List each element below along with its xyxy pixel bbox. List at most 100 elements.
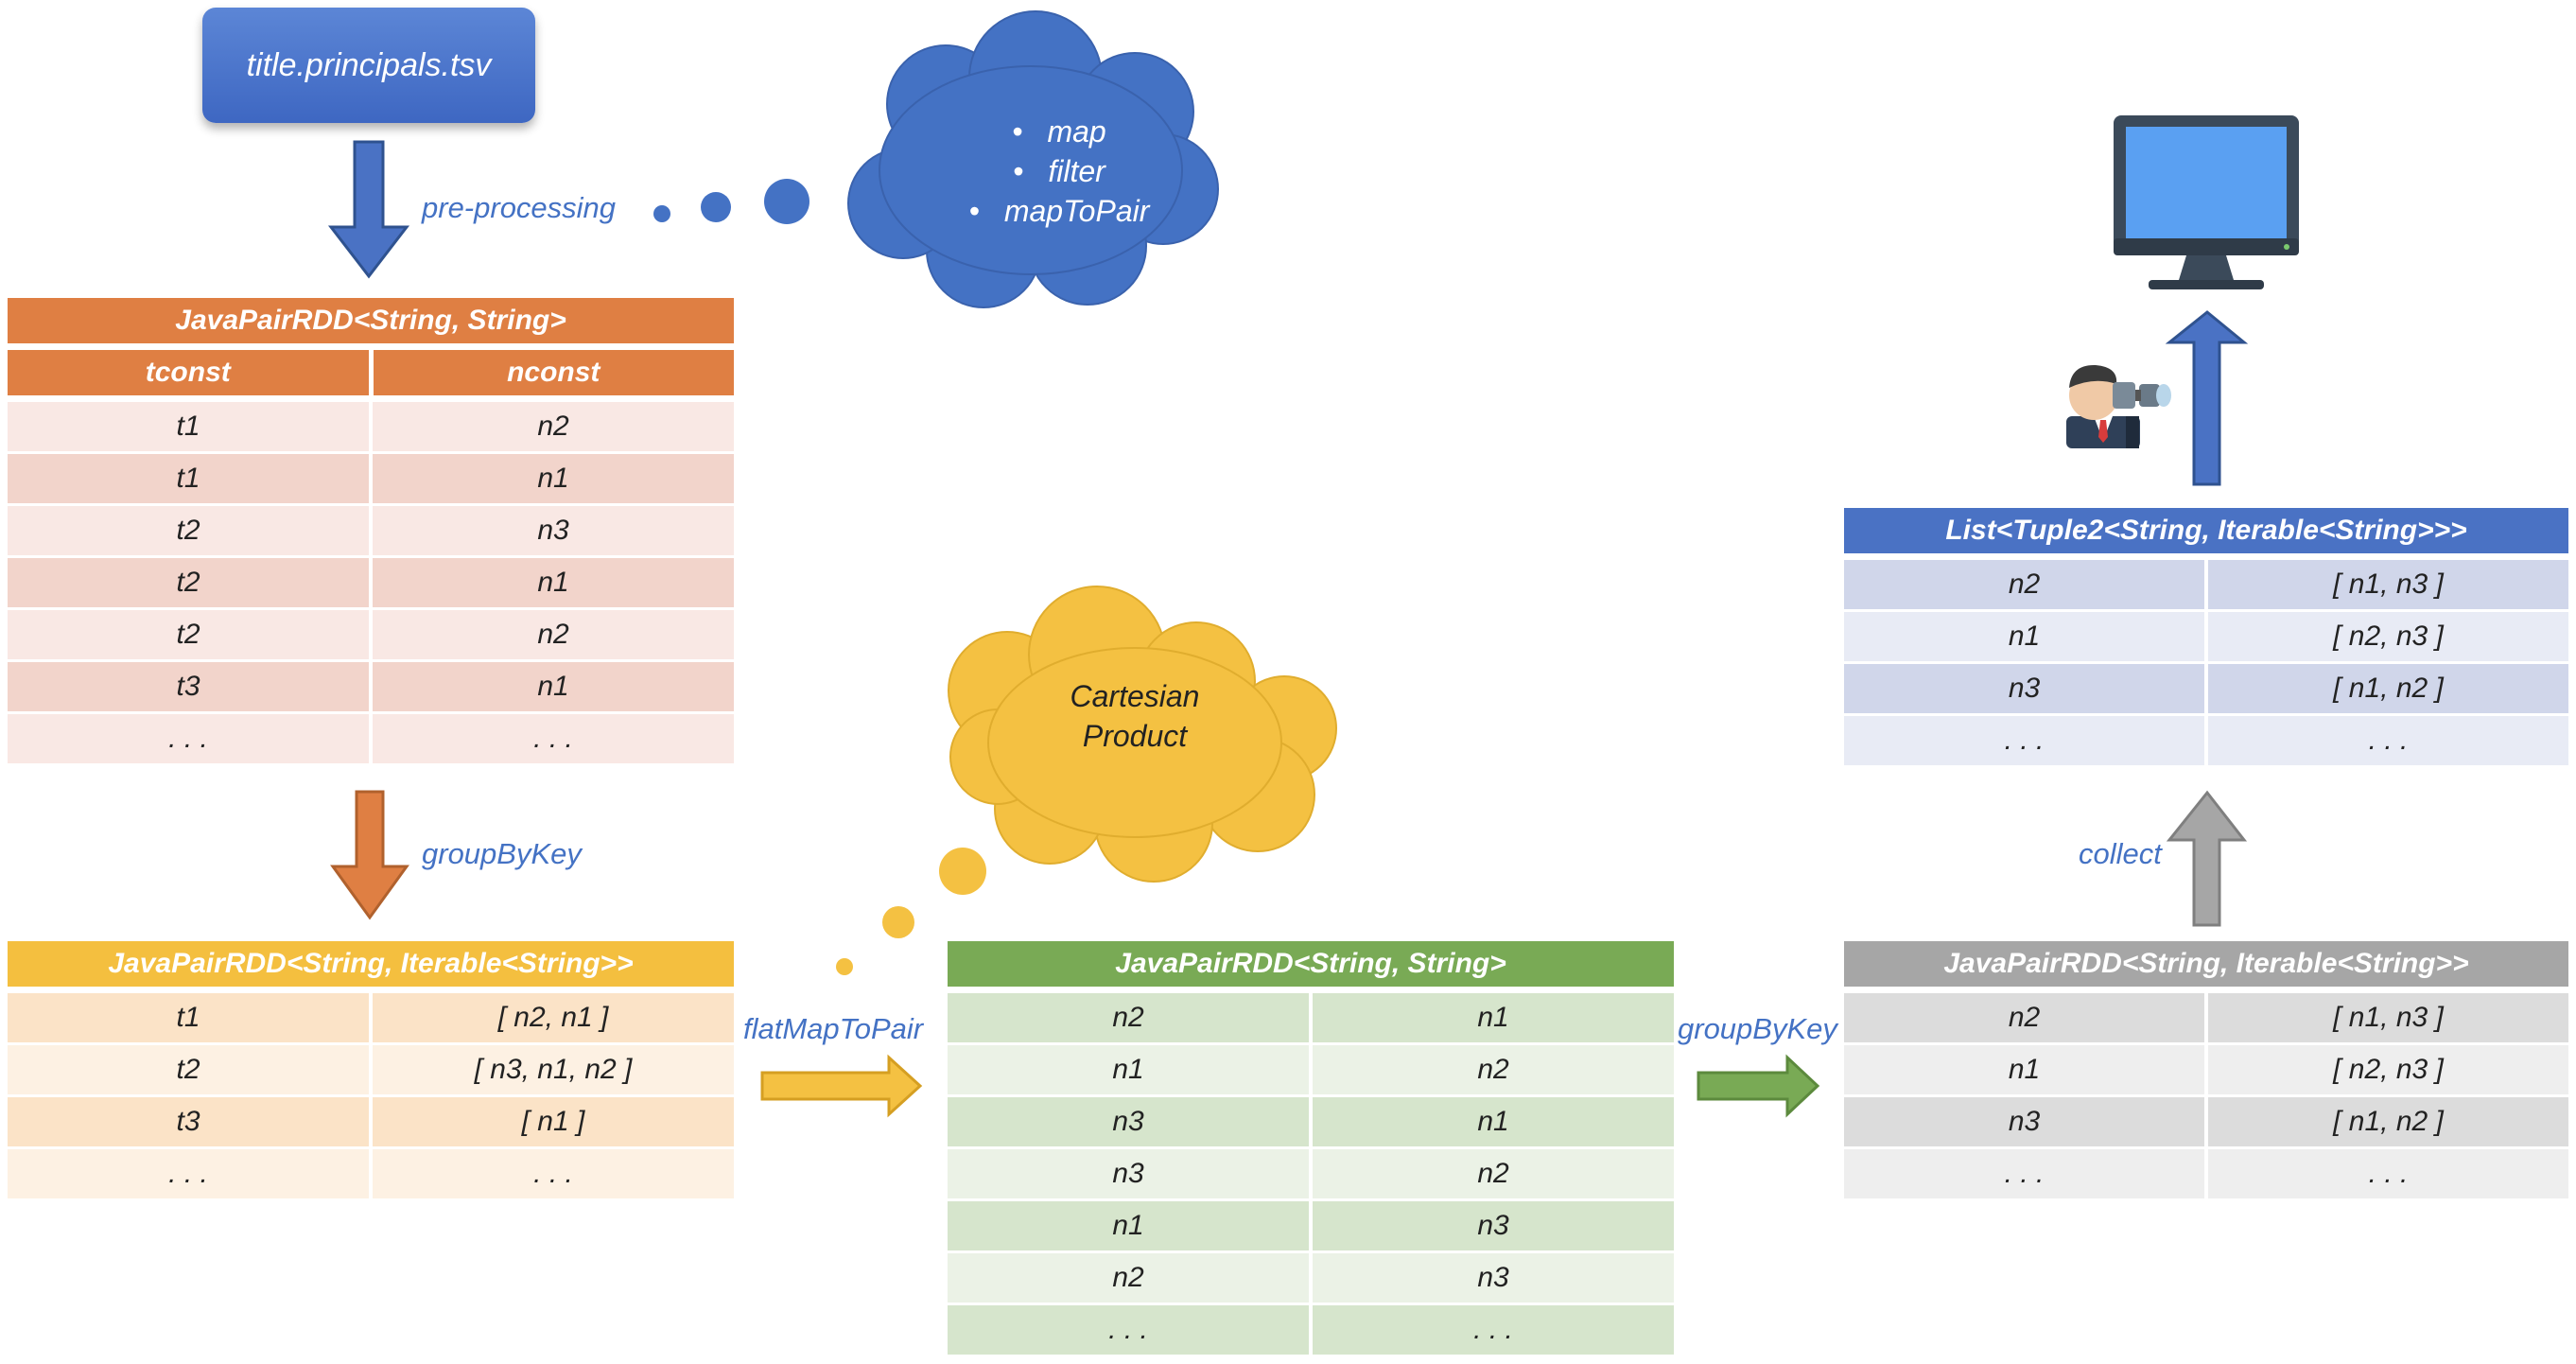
- table-cell-key: t2: [8, 558, 373, 607]
- flat-map-to-pair-arrow: [760, 1054, 923, 1118]
- bubble-medium: [701, 192, 731, 222]
- table-row: n3[ n1, n2 ]: [1844, 1097, 2568, 1149]
- grouped-names-table-title: JavaPairRDD<String, Iterable<String>>: [1844, 941, 2568, 987]
- table-cell-value: n1: [373, 454, 734, 503]
- table-cell-value: n2: [373, 402, 734, 451]
- grouped-titles-table-title: JavaPairRDD<String, Iterable<String>>: [8, 941, 734, 987]
- table-cell-value: n3: [1313, 1201, 1674, 1250]
- pre-processing-label: pre-processing: [422, 191, 617, 224]
- table-cell-value: [ n3, n1, n2 ]: [373, 1045, 734, 1094]
- group-by-key-arrow-2: [1697, 1054, 1820, 1118]
- table-cell-value: [ n1, n3 ]: [2208, 560, 2568, 609]
- cartesian-line-2: Product: [1082, 719, 1188, 753]
- table-cell-key: t2: [8, 610, 373, 659]
- table-cell-value: [ n2, n3 ]: [2208, 1045, 2568, 1094]
- table-cell-key: . . .: [8, 714, 373, 763]
- table-cell-key: . . .: [1844, 716, 2208, 765]
- table-cell-key: n2: [1844, 993, 2208, 1042]
- table-row: n3[ n1, n2 ]: [1844, 664, 2568, 716]
- table-cell-key: t2: [8, 1045, 373, 1094]
- table-row: . . .. . .: [1844, 716, 2568, 768]
- table-row: . . .. . .: [948, 1305, 1674, 1357]
- table-cell-value: n3: [373, 506, 734, 555]
- table-cell-key: t1: [8, 402, 373, 451]
- table-cell-value: . . .: [373, 1149, 734, 1198]
- table-cell-value: [ n1, n3 ]: [2208, 993, 2568, 1042]
- monitor-icon: [2114, 115, 2299, 289]
- output-arrow: [2165, 310, 2249, 486]
- table-cell-value: n1: [373, 662, 734, 711]
- table-row: t2[ n3, n1, n2 ]: [8, 1045, 734, 1097]
- table-cell-key: t1: [8, 993, 373, 1042]
- table-cell-value: . . .: [373, 714, 734, 763]
- table-cell-key: n3: [1844, 664, 2208, 713]
- table-row: t3[ n1 ]: [8, 1097, 734, 1149]
- table-cell-value: [ n1, n2 ]: [2208, 1097, 2568, 1146]
- table-cell-key: n2: [948, 1253, 1313, 1303]
- group-by-key-arrow-1: [330, 790, 409, 920]
- table-cell-value: n2: [1313, 1149, 1674, 1198]
- table-cell-key: n1: [948, 1201, 1313, 1250]
- table-row: n2[ n1, n3 ]: [1844, 560, 2568, 612]
- table-cell-value: n1: [1313, 1097, 1674, 1146]
- table-row: . . .. . .: [8, 714, 734, 766]
- table-cell-key: t1: [8, 454, 373, 503]
- table-cell-value: n3: [1313, 1253, 1674, 1303]
- grouped-names-table: JavaPairRDD<String, Iterable<String>> n2…: [1844, 941, 2568, 1201]
- pairs-table-title: JavaPairRDD<String, String>: [948, 941, 1674, 987]
- table-cell-key: n1: [1844, 612, 2208, 661]
- preprocessing-cloud-list: map filter mapToPair: [917, 112, 1201, 231]
- table-cell-value: n1: [373, 558, 734, 607]
- preprocessing-item-map: map: [917, 112, 1201, 151]
- table-cell-key: n1: [1844, 1045, 2208, 1094]
- column-header-nconst: nconst: [373, 350, 734, 395]
- table-cell-key: n3: [948, 1149, 1313, 1198]
- table-row: n1[ n2, n3 ]: [1844, 1045, 2568, 1097]
- table-cell-key: . . .: [8, 1149, 373, 1198]
- source-file-label: title.principals.tsv: [246, 46, 492, 83]
- source-file-box: title.principals.tsv: [202, 8, 535, 123]
- bubble-small-2: [836, 958, 853, 975]
- column-header-tconst: tconst: [8, 350, 369, 395]
- table-cell-key: n3: [948, 1097, 1313, 1146]
- binoculars-person-icon: [2066, 364, 2171, 448]
- table-cell-key: n3: [1844, 1097, 2208, 1146]
- bubble-large-2: [939, 848, 986, 895]
- collect-label: collect: [2079, 837, 2162, 870]
- table-cell-value: . . .: [1313, 1305, 1674, 1355]
- table-cell-value: n1: [1313, 993, 1674, 1042]
- bubble-small: [653, 205, 670, 222]
- table-row: n2[ n1, n3 ]: [1844, 993, 2568, 1045]
- group-by-key-label-1: groupByKey: [422, 837, 582, 870]
- collect-arrow: [2166, 790, 2248, 927]
- table-cell-value: [ n1, n2 ]: [2208, 664, 2568, 713]
- table-cell-key: t3: [8, 662, 373, 711]
- table-row: t1[ n2, n1 ]: [8, 993, 734, 1045]
- collected-list-table-title: List<Tuple2<String, Iterable<String>>>: [1844, 508, 2568, 553]
- bubble-medium-2: [882, 906, 914, 938]
- principals-table-title: JavaPairRDD<String, String>: [8, 298, 734, 343]
- table-cell-key: . . .: [948, 1305, 1313, 1355]
- cartesian-cloud-text: Cartesian Product: [1021, 679, 1248, 759]
- flat-map-to-pair-label: flatMapToPair: [743, 1012, 924, 1045]
- table-cell-value: [ n2, n3 ]: [2208, 612, 2568, 661]
- table-row: n1[ n2, n3 ]: [1844, 612, 2568, 664]
- table-cell-key: n2: [948, 993, 1313, 1042]
- cartesian-cloud: [948, 586, 1337, 883]
- table-cell-key: n1: [948, 1045, 1313, 1094]
- collected-list-table: List<Tuple2<String, Iterable<String>>> n…: [1844, 508, 2568, 768]
- table-cell-value: [ n1 ]: [373, 1097, 734, 1146]
- table-cell-key: t3: [8, 1097, 373, 1146]
- pre-processing-arrow: [327, 140, 410, 279]
